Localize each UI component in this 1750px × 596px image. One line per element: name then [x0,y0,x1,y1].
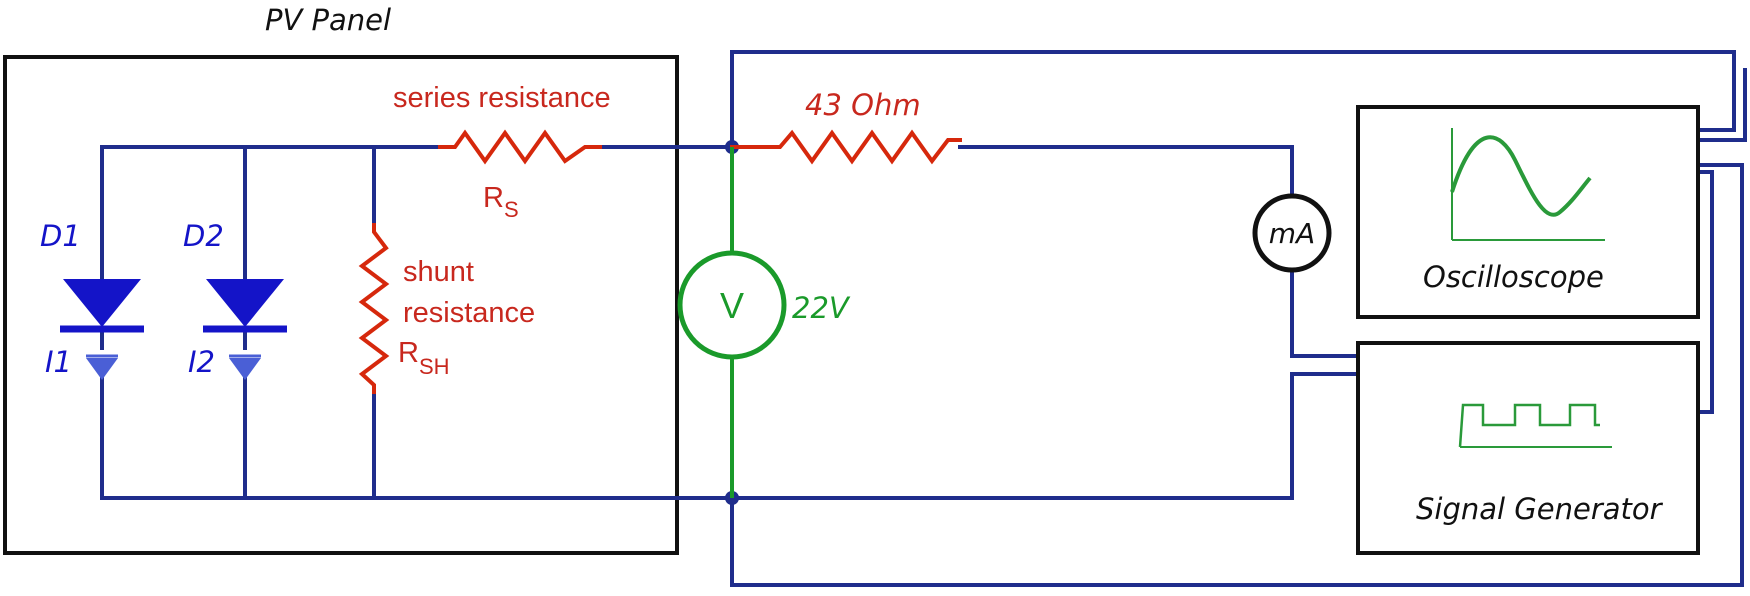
shunt-resistance-symbol: RSH [398,337,450,379]
oscilloscope-label: Oscilloscope [1423,260,1604,294]
d1-label: D1 [40,219,81,253]
voltmeter-symbol: V [720,285,744,326]
d2-label: D2 [183,219,224,253]
i1-label: I1 [45,345,72,379]
ammeter: mA [1252,193,1332,273]
voltmeter-reading: 22V [792,291,851,325]
series-resistance-label: series resistance [393,82,611,114]
shunt-resistor [358,223,390,394]
signal-generator-label: Signal Generator [1416,492,1664,526]
series-resistance-symbol: RS [483,182,519,222]
diode-d2 [203,279,287,380]
diode-d1 [60,279,144,380]
series-resistor [438,129,602,165]
sine-wave-icon [1450,135,1592,217]
shunt-resistance-label-2: resistance [403,297,535,329]
voltmeter: V [677,147,787,498]
load-resistor-label: 43 Ohm [805,88,921,122]
square-wave-icon [1458,403,1600,448]
wiring [100,50,1747,587]
oscilloscope: Oscilloscope [1356,105,1700,319]
signal-generator: Signal Generator [1356,341,1700,555]
load-resistor [730,129,962,165]
pv-panel-title: PV Panel [265,3,391,37]
pv-panel-box [3,55,679,555]
i2-label: I2 [188,345,215,379]
shunt-resistance-label-1: shunt [403,256,474,288]
ammeter-symbol: mA [1269,217,1315,250]
